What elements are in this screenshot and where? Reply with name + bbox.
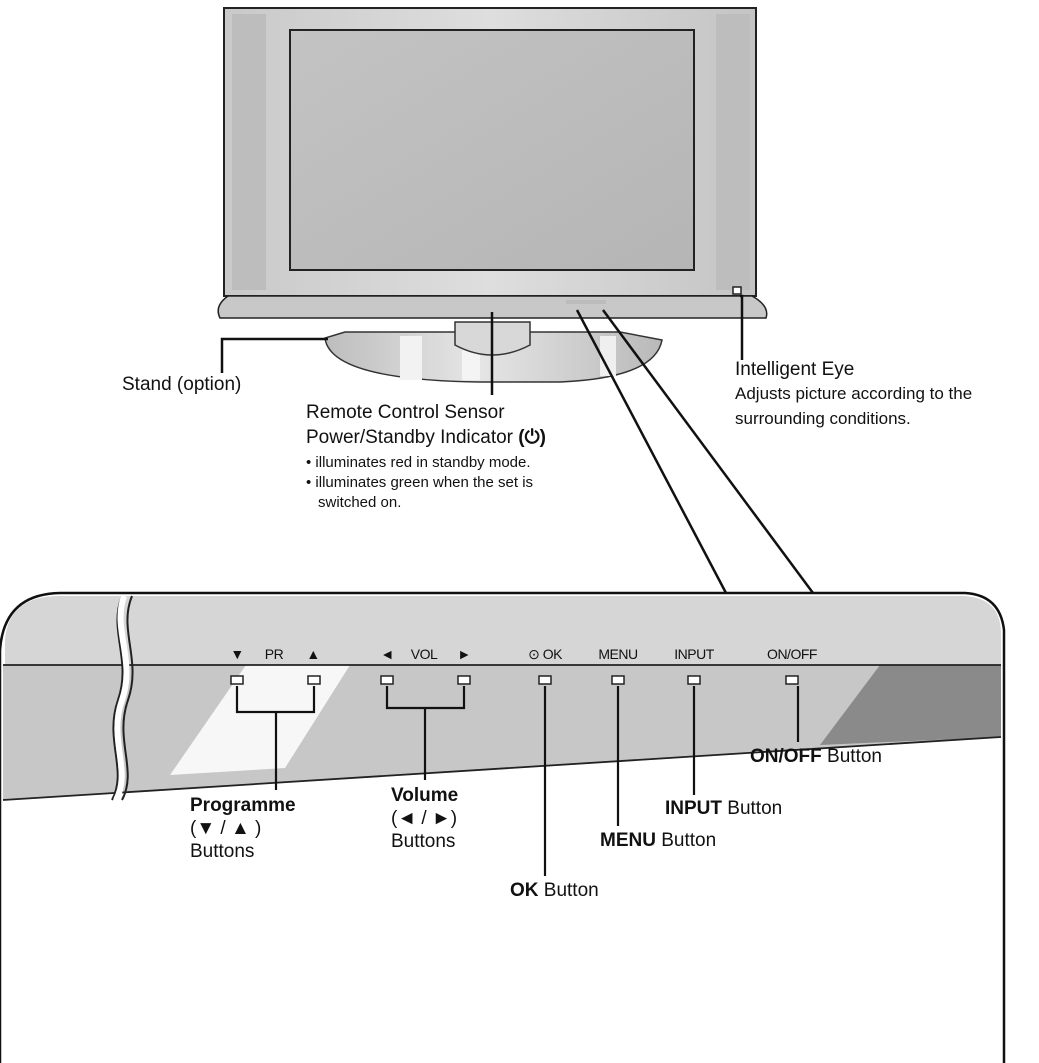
input-button xyxy=(687,675,701,685)
stand-label: Stand (option) xyxy=(122,374,242,395)
control-panel-closeup xyxy=(0,591,1006,1063)
programme-title: Programme xyxy=(190,795,296,816)
onoff-button xyxy=(785,675,799,685)
pr-up-button xyxy=(307,675,321,685)
intelligent-eye-title: Intelligent Eye xyxy=(735,359,855,380)
ok-callout-rest: Button xyxy=(538,880,599,901)
onoff-panel-label: ON/OFF xyxy=(767,646,817,662)
volume-arrows: (◄ / ►) xyxy=(391,808,458,830)
volume-buttons-word: Buttons xyxy=(391,831,456,853)
remote-sensor-label: Remote Control Sensor xyxy=(306,402,505,423)
tv-leader-lines xyxy=(220,294,815,594)
indicator-note-2: • illuminates green when the set is xyxy=(306,474,534,491)
programme-buttons-word: Buttons xyxy=(190,841,255,863)
zoom-line-left xyxy=(575,309,728,594)
volume-title: Volume xyxy=(391,785,459,806)
onoff-callout-bold: ON/OFF xyxy=(750,746,822,767)
ok-callout: OK Button xyxy=(510,880,599,902)
onoff-callout: ON/OFF Button xyxy=(750,746,882,768)
vol-left-glyph: ◄ xyxy=(380,646,394,662)
volume-callout: Volume (◄ / ►) Buttons xyxy=(391,784,458,854)
zoom-line-right xyxy=(601,309,815,594)
pr-up-glyph: ▲ xyxy=(306,646,320,662)
ok-button xyxy=(538,675,552,685)
menu-callout-rest: Button xyxy=(655,830,717,851)
menu-button xyxy=(611,675,625,685)
onoff-callout-rest: Button xyxy=(821,746,882,767)
menu-panel-label: MENU xyxy=(598,646,638,662)
panel-button-nubs xyxy=(230,675,799,685)
menu-callout-bold: MENU xyxy=(600,830,656,851)
vol-label: VOL xyxy=(410,646,438,662)
ok-callout-bold: OK xyxy=(510,880,539,901)
programme-arrows: (▼ / ▲ ) xyxy=(190,818,262,840)
intelligent-eye-desc-2: surrounding conditions. xyxy=(735,409,911,428)
indicator-note-3: switched on. xyxy=(318,494,402,511)
tv-illustration xyxy=(217,7,768,383)
vol-right-glyph: ► xyxy=(457,646,471,662)
eye-leader xyxy=(740,294,744,360)
input-panel-label: INPUT xyxy=(674,646,714,662)
ok-panel-label: ⊙ OK xyxy=(528,646,562,662)
power-icon: (⏻) xyxy=(518,427,546,448)
intelligent-eye-sensor xyxy=(732,286,742,295)
pr-down-glyph: ▼ xyxy=(230,646,244,662)
vol-right-button xyxy=(457,675,471,685)
panel-leader-lines xyxy=(235,686,800,876)
vol-left-button xyxy=(380,675,394,685)
stand-leader xyxy=(220,337,328,373)
tv-bottom-bar xyxy=(217,295,768,319)
indicator-note-1: • illuminates red in standby mode. xyxy=(306,454,531,471)
tv-screen xyxy=(289,29,695,271)
pr-label: PR xyxy=(264,646,284,662)
programme-callout: Programme (▼ / ▲ ) Buttons xyxy=(190,794,296,864)
pr-down-button xyxy=(230,675,244,685)
input-callout: INPUT Button xyxy=(665,798,783,820)
power-indicator-label: Power/Standby Indicator (⏻) xyxy=(306,427,546,449)
menu-callout: MENU Button xyxy=(600,830,717,852)
power-indicator-text: Power/Standby Indicator xyxy=(306,427,514,448)
intelligent-eye-desc-1: Adjusts picture according to the xyxy=(735,384,973,403)
input-callout-bold: INPUT xyxy=(665,798,722,819)
input-callout-rest: Button xyxy=(722,798,783,819)
